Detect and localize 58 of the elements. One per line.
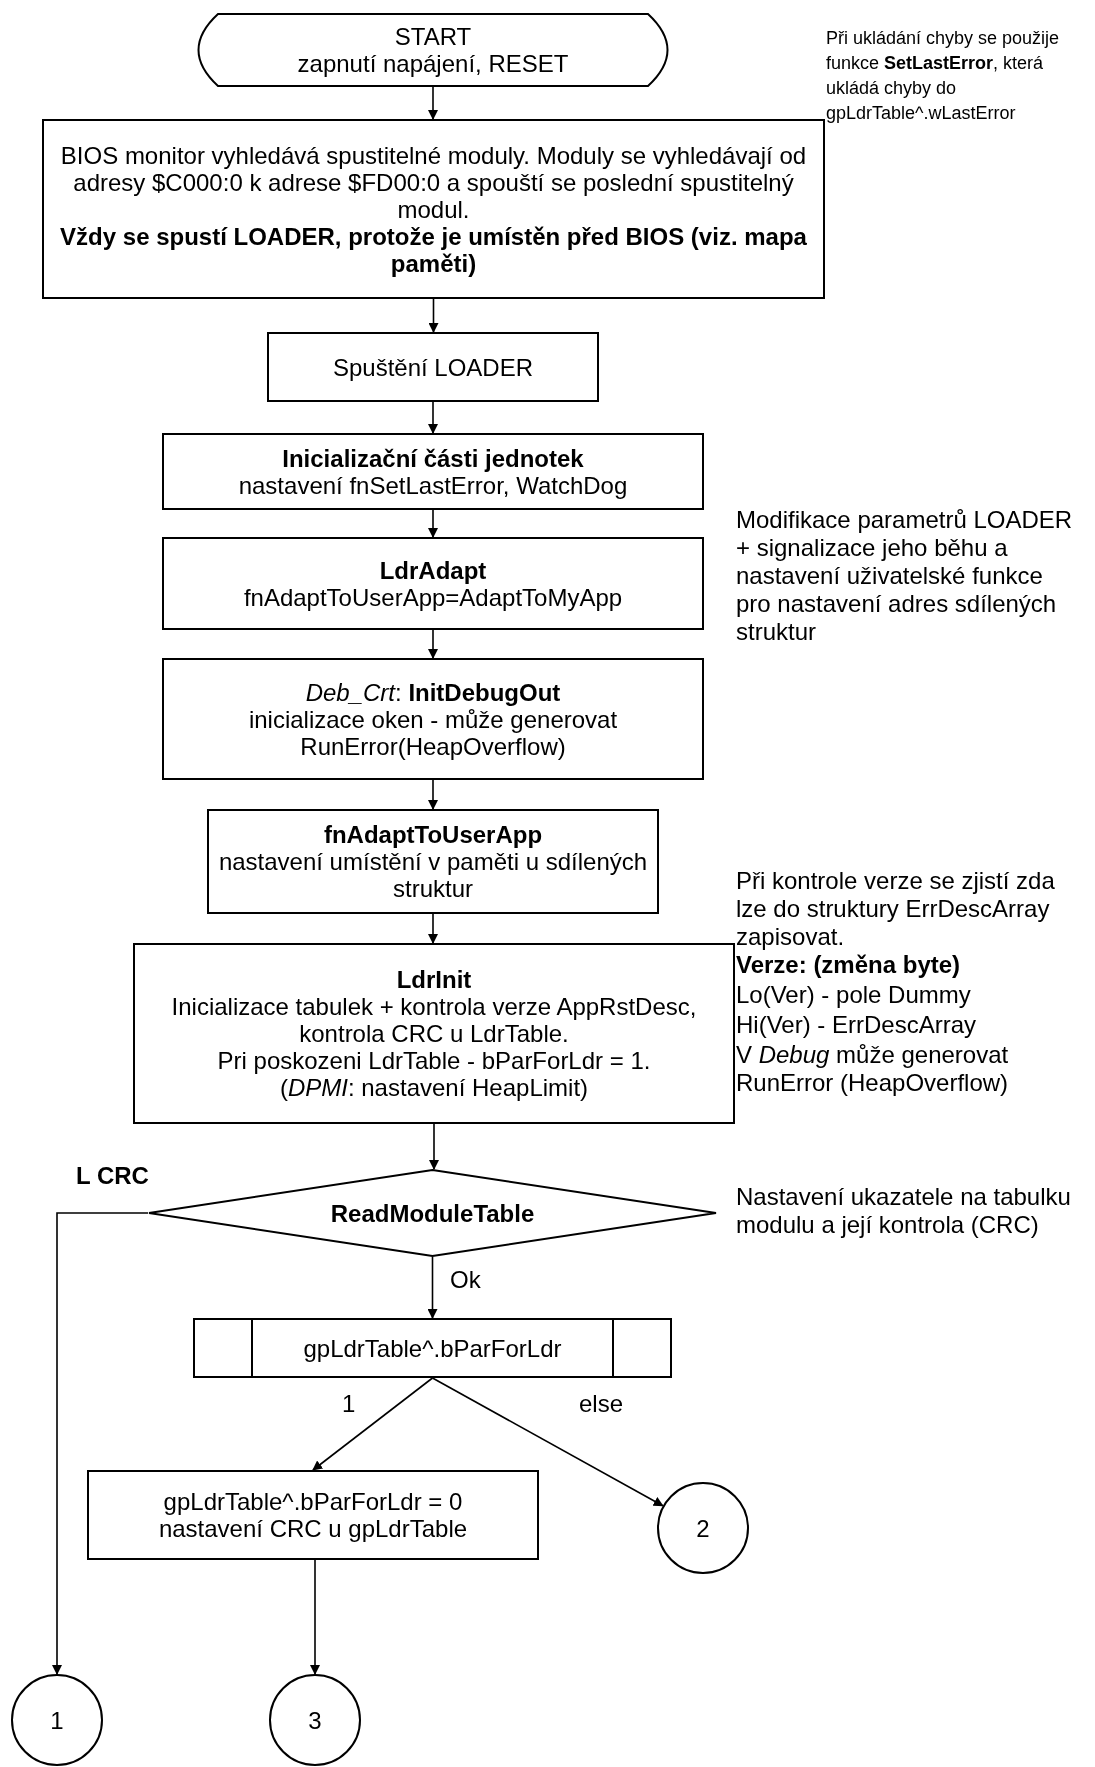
arrow bbox=[428, 779, 438, 810]
node-text: (DPMI: nastavení HeapLimit) bbox=[278, 1074, 590, 1101]
node-text: 2 bbox=[695, 1514, 711, 1542]
process-box bbox=[162, 433, 704, 510]
node-text: ReadModuleTable bbox=[329, 1199, 536, 1227]
process-box bbox=[267, 332, 599, 402]
node-heading: BIOS monitor vyhledává spustitelné moduly. Moduly se vyhledávají od adresy $C000:0 k adrese $FD00:0 a spouští se poslední spustitelný modul. bbox=[59, 141, 808, 223]
node-text: Spuštění LOADER bbox=[331, 353, 535, 381]
node-text: Inicializace tabulek + kontrola verze AppRstDesc, kontrola CRC u LdrTable. bbox=[170, 993, 698, 1047]
node-heading: LdrAdapt bbox=[378, 556, 488, 584]
note-text: Při kontrole verze se zjistí zda lze do struktury ErrDescArray zapisovat. bbox=[736, 867, 1056, 951]
decision-diamond bbox=[148, 1169, 717, 1257]
process-box bbox=[133, 943, 735, 1124]
node-text: fnAdaptToUserApp=AdaptToMyApp bbox=[242, 583, 624, 611]
arrow bbox=[427, 1256, 438, 1319]
node-text: inicializace oken - může generovat RunError(HeapOverflow) bbox=[247, 705, 619, 760]
arrow bbox=[429, 1123, 439, 1170]
note-text: Hi(Ver) - ErrDescArray bbox=[736, 1011, 977, 1039]
node-text: 3 bbox=[307, 1706, 323, 1734]
arrow bbox=[52, 1212, 149, 1675]
node-heading: START bbox=[393, 23, 473, 50]
note-text: Při ukládání chyby se použije funkce SetLastError, která ukládá chyby do gpLdrTable^.wLastError bbox=[826, 27, 1061, 125]
process-box bbox=[42, 119, 825, 299]
note-text: Lo(Ver) - pole Dummy bbox=[736, 981, 972, 1009]
note-text: Verze: (změna byte) bbox=[736, 951, 962, 979]
node-text: nastavení umístění v paměti u sdílených struktur bbox=[217, 848, 649, 902]
arrow bbox=[428, 913, 438, 944]
node-text: Vždy se spustí LOADER, protože je umístěn před BIOS (viz. mapa paměti) bbox=[59, 222, 808, 277]
arrow bbox=[428, 401, 438, 434]
connector-circle bbox=[657, 1482, 749, 1574]
arrow bbox=[431, 1377, 664, 1507]
node-heading: gpLdrTable^.bParForLdr = 0 bbox=[162, 1488, 464, 1515]
arrow bbox=[428, 509, 438, 538]
connector-circle bbox=[269, 1674, 361, 1766]
process-box bbox=[162, 658, 704, 780]
process-box bbox=[207, 809, 659, 914]
node-text: gpLdrTable^.bParForLdr bbox=[302, 1334, 563, 1362]
arrow bbox=[428, 86, 438, 120]
node-heading: LdrInit bbox=[395, 966, 473, 993]
node-heading: fnAdaptToUserApp bbox=[322, 821, 544, 848]
arrow bbox=[428, 298, 439, 333]
subprocess-box bbox=[193, 1318, 672, 1378]
connector-circle bbox=[11, 1674, 103, 1766]
arrow bbox=[312, 1377, 434, 1471]
process-box bbox=[162, 537, 704, 630]
process-box bbox=[87, 1470, 539, 1560]
note-text: V Debug může generovat RunError (HeapOverflow) bbox=[736, 1041, 1010, 1097]
node-text: nastavení fnSetLastError, WatchDog bbox=[237, 471, 629, 499]
note-text: Nastavení ukazatele na tabulku modulu a její kontrola (CRC) bbox=[736, 1183, 1072, 1239]
node-text: 1 bbox=[49, 1706, 65, 1734]
node-text: nastavení CRC u gpLdrTable bbox=[157, 1515, 469, 1542]
node-heading: Inicializační části jednotek bbox=[281, 444, 585, 472]
node-text: Pri poskozeni LdrTable - bParForLdr = 1. bbox=[216, 1047, 652, 1074]
node-heading: Deb_Crt: InitDebugOut bbox=[304, 678, 562, 706]
arrow bbox=[310, 1559, 320, 1675]
note-text: Modifikace parametrů LOADER + signalizace jeho běhu a nastavení uživatelské funkce pro nastavení adres sdílených struktur bbox=[736, 506, 1074, 646]
node-text: zapnutí napájení, RESET bbox=[296, 50, 570, 77]
arrow bbox=[428, 629, 438, 659]
